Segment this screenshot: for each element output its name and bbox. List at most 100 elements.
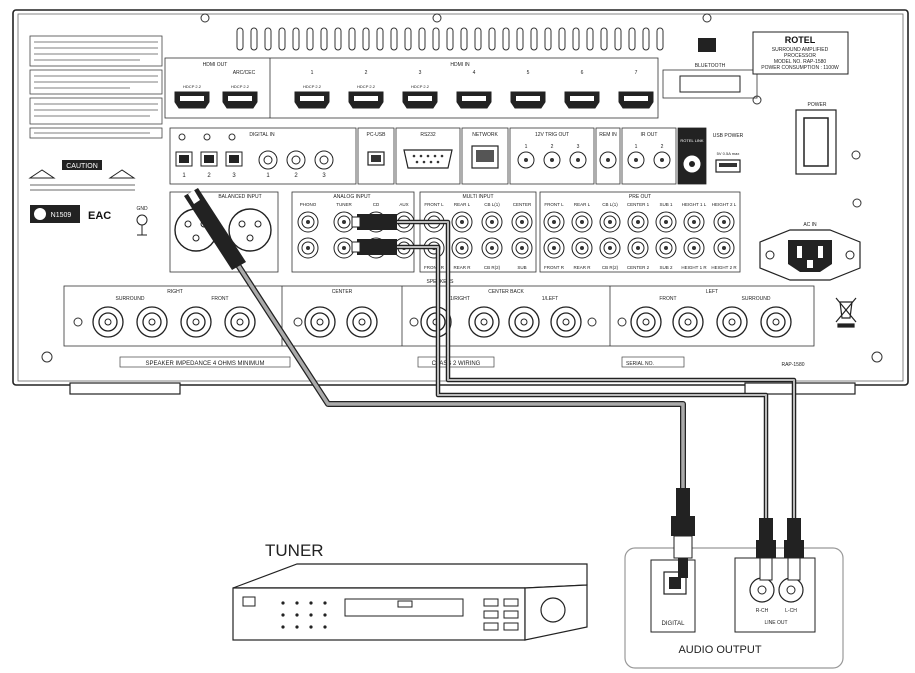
multi-input-jack[interactable]	[481, 211, 503, 233]
analog-input-jack[interactable]	[333, 237, 355, 259]
hdmi-in-number: 7	[635, 70, 638, 76]
multi-input-jack[interactable]	[481, 237, 503, 259]
pre-out-jack[interactable]	[627, 211, 649, 233]
multi-input-label: FRONT R	[424, 265, 445, 270]
trigger-out-label: 12V TRIG OUT	[535, 132, 569, 138]
speaker-terminal[interactable]	[672, 306, 704, 338]
digital-in-number: 2	[207, 173, 211, 179]
hdmi-in-port-label: HDCP 2.2	[357, 84, 376, 89]
model-plate-line-4: POWER CONSUMPTION : 1100W	[761, 65, 839, 71]
tuner-button[interactable]	[503, 610, 519, 619]
pre-out-jack[interactable]	[599, 211, 621, 233]
pre-out-jack[interactable]	[543, 211, 565, 233]
pre-out-jack[interactable]	[713, 211, 735, 233]
analog-input-label: PHONO	[300, 202, 317, 207]
coax-plug	[184, 188, 246, 270]
gnd-terminal[interactable]	[136, 214, 148, 226]
hdmi-in-port[interactable]	[456, 91, 492, 109]
digital-in-number: 1	[182, 173, 186, 179]
speaker-group-center: CENTER	[332, 289, 353, 295]
tuner-line-out-label: LINE OUT	[764, 620, 787, 626]
cables	[233, 219, 797, 520]
tuner-button[interactable]	[503, 598, 519, 607]
speaker-terminal[interactable]	[630, 306, 662, 338]
hdmi-in-port[interactable]	[618, 91, 654, 109]
hdmi-in-port[interactable]	[510, 91, 546, 109]
screw	[432, 13, 442, 23]
hdmi-in-port[interactable]	[402, 91, 438, 109]
power-switch[interactable]: POWER	[795, 102, 837, 175]
speaker-terminal[interactable]	[508, 306, 540, 338]
model-plate-line-2: PROCESSOR	[784, 53, 816, 59]
hdmi-in-port[interactable]	[564, 91, 600, 109]
pre-out-jack[interactable]	[599, 237, 621, 259]
xlr-jack-right[interactable]	[228, 208, 272, 252]
speaker-terminal[interactable]	[224, 306, 256, 338]
speaker-terminal[interactable]	[92, 306, 124, 338]
weee-bin-icon	[835, 297, 857, 328]
tuner-button[interactable]	[483, 598, 499, 607]
speaker-terminal[interactable]	[180, 306, 212, 338]
speaker-terminal[interactable]	[760, 306, 792, 338]
pre-out-label: CENTER 2	[627, 265, 650, 270]
foot-right	[744, 382, 856, 395]
hdmi-out-port[interactable]	[174, 91, 210, 109]
hdmi-in-port[interactable]	[348, 91, 384, 109]
multi-input-jack[interactable]	[451, 211, 473, 233]
pre-out-jack[interactable]	[543, 237, 565, 259]
pre-out-jack[interactable]	[683, 237, 705, 259]
speaker-terminal[interactable]	[346, 306, 378, 338]
tuner-knob[interactable]	[540, 597, 566, 623]
digital-in-section: DIGITAL IN 1 2 3 1 2 3	[169, 127, 357, 185]
trigger-number: 2	[551, 144, 554, 150]
analog-input-jack[interactable]	[297, 237, 319, 259]
digital-in-number: 3	[322, 173, 326, 179]
trigger-number: 1	[525, 144, 528, 150]
hdmi-out-port[interactable]	[222, 91, 258, 109]
multi-input-jack[interactable]	[511, 211, 533, 233]
ir-number: 2	[661, 144, 664, 150]
ac-inlet[interactable]: AC IN	[759, 222, 861, 281]
multi-input-label: FRONT L	[424, 202, 444, 207]
pre-out-jack[interactable]	[627, 237, 649, 259]
speaker-terminal[interactable]	[550, 306, 582, 338]
speaker-terminal[interactable]	[468, 306, 500, 338]
tuner-button[interactable]	[503, 622, 519, 631]
speaker-group-center-back: CENTER BACK	[488, 289, 524, 295]
screw	[73, 317, 83, 327]
pre-out-label: HEIGHT 2 L	[712, 202, 737, 207]
tuner-button[interactable]	[483, 622, 499, 631]
model-code-label: RAP-1580	[781, 362, 804, 368]
hdmi-section: HDMI OUT ARC/CEC HDMI IN	[164, 57, 659, 119]
pre-out-jack[interactable]	[713, 237, 735, 259]
rotel-link-label: ROTEL LINK	[680, 138, 704, 143]
speaker-terminal[interactable]	[716, 306, 748, 338]
multi-input-label: MULTI INPUT	[462, 194, 493, 200]
analog-input-jack[interactable]	[333, 211, 355, 233]
trigger-number: 3	[577, 144, 580, 150]
pre-out-label: REAR R	[573, 265, 591, 270]
pre-out-jack[interactable]	[655, 211, 677, 233]
audio-output-panel: DIGITAL R-CH L-CH LINE OUT AUDIO OUTPUT	[624, 547, 844, 669]
pre-out-label: CENTER 1	[627, 202, 650, 207]
pre-out-label: REAR L	[574, 202, 591, 207]
pre-out-jack[interactable]	[571, 237, 593, 259]
rs232-port[interactable]	[403, 149, 453, 169]
pre-out-jack[interactable]	[655, 237, 677, 259]
pre-out-label: CB L(1)	[602, 202, 618, 207]
tuner-device: TUNER	[232, 541, 588, 641]
analog-input-jack[interactable]	[297, 211, 319, 233]
multi-input-jack[interactable]	[511, 237, 533, 259]
tuner-label: TUNER	[265, 541, 324, 560]
pre-out-jack[interactable]	[571, 211, 593, 233]
pre-out-label: HEIGHT 2 R	[711, 265, 737, 270]
hdmi-in-port[interactable]	[294, 91, 330, 109]
pre-out-jack[interactable]	[683, 211, 705, 233]
speaker-terminal[interactable]	[304, 306, 336, 338]
pre-out-label: FRONT R	[544, 265, 565, 270]
tuner-button[interactable]	[483, 610, 499, 619]
speaker-terminal[interactable]	[136, 306, 168, 338]
model-plate: ROTEL SURROUND AMPLIFIED PROCESSOR MODEL…	[752, 31, 849, 75]
multi-input-jack[interactable]	[451, 237, 473, 259]
